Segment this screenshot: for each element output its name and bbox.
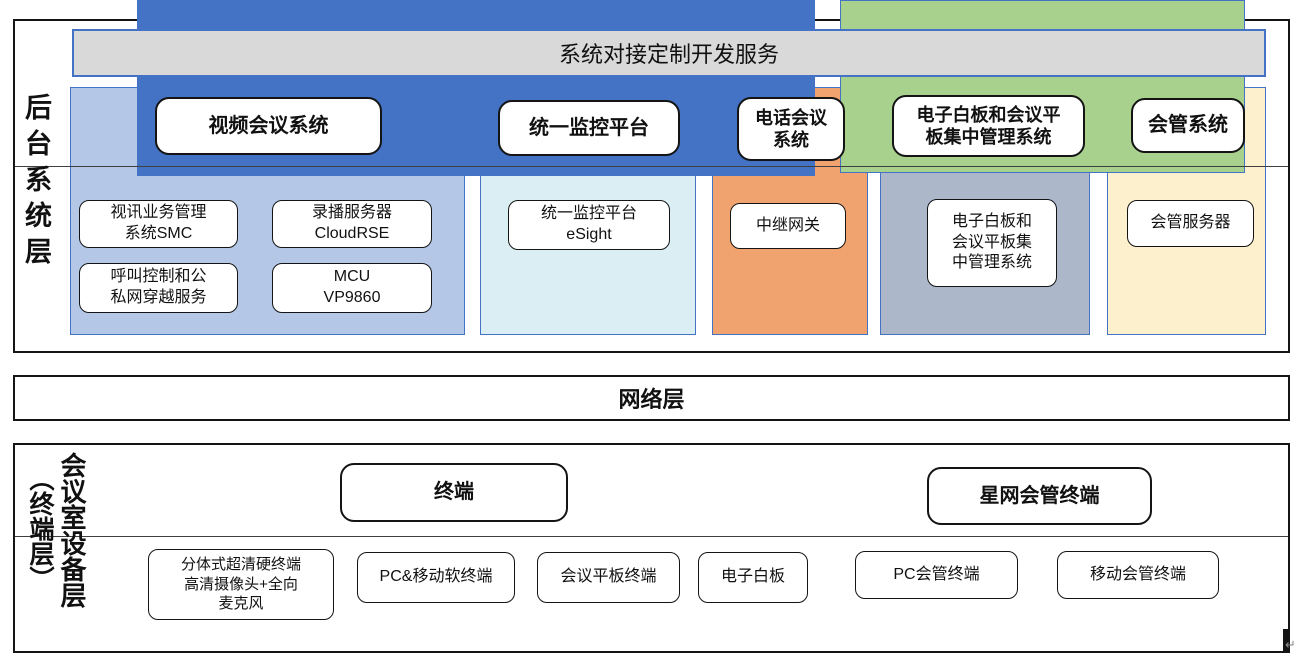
- header-whiteboard-management: 电子白板和会议平 板集中管理系统: [892, 95, 1085, 157]
- network-layer-bar: 网络层: [13, 375, 1290, 421]
- backend-divider-line: [15, 166, 1288, 167]
- item-trunk-gateway: 中继网关: [730, 203, 846, 249]
- item-cloudrse: 录播服务器 CloudRSE: [272, 200, 432, 248]
- device-layer-side-label-paren: （终端层）: [26, 466, 54, 591]
- item-esight: 统一监控平台 eSight: [508, 200, 670, 250]
- item-mcu-vp9860: MCU VP9860: [272, 263, 432, 313]
- service-bar: 系统对接定制开发服务: [72, 29, 1266, 77]
- device-layer-side-label-main: 会议室设备层: [57, 452, 87, 608]
- item-conference-panel-terminal: 会议平板终端: [537, 552, 680, 603]
- service-bar-label: 系统对接定制开发服务: [558, 42, 779, 67]
- header-phone-conference: 电话会议 系统: [737, 97, 845, 161]
- device-divider-line: [15, 536, 1288, 537]
- item-hard-terminal: 分体式超清硬终端 高清摄像头+全向 麦克风: [148, 549, 334, 620]
- network-layer-label: 网络层: [618, 387, 685, 412]
- item-smc: 视讯业务管理 系统SMC: [79, 200, 238, 248]
- header-starnet-terminal: 星网会管终端: [927, 467, 1152, 525]
- item-mgmt-server: 会管服务器: [1127, 200, 1254, 247]
- item-electronic-whiteboard: 电子白板: [698, 552, 808, 603]
- header-terminal: 终端: [340, 463, 568, 522]
- backend-layer-side-label: 后台系统层: [21, 93, 51, 273]
- header-video-conference-system: 视频会议系统: [155, 97, 382, 155]
- item-mobile-mgmt-terminal: 移动会管终端: [1057, 551, 1219, 599]
- item-whiteboard-mgmt-system: 电子白板和 会议平板集 中管理系统: [927, 199, 1057, 287]
- item-pc-mgmt-terminal: PC会管终端: [855, 551, 1018, 599]
- item-call-control: 呼叫控制和公 私网穿越服务: [79, 263, 238, 313]
- header-conference-management: 会管系统: [1131, 98, 1245, 153]
- header-unified-monitoring: 统一监控平台: [498, 100, 680, 156]
- paragraph-return-icon: ↵: [1285, 637, 1296, 652]
- text-cursor-bar: [1283, 629, 1288, 652]
- item-pc-mobile-soft-terminal: PC&移动软终端: [357, 552, 515, 603]
